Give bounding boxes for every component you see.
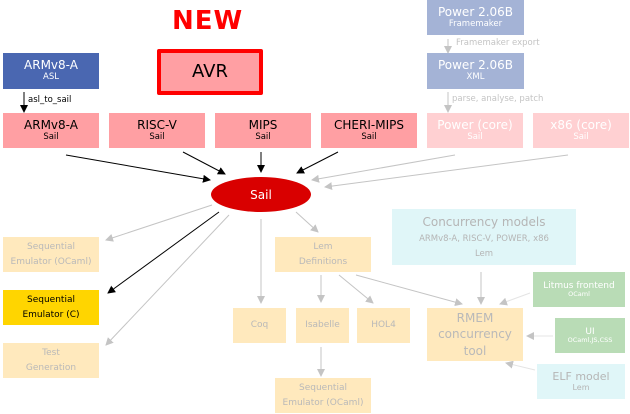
node-lem-definitions: Lem Definitions [275,237,371,272]
node-armv8-sail: ARMv8-A Sail [3,113,99,148]
node-line1: Sequential [27,295,75,306]
node-title: Power 2.06B [437,4,514,19]
node-line2: Definitions [298,256,348,267]
node-mips-sail: MIPS Sail [215,113,311,148]
node-sub: OCaml [568,289,590,298]
node-line1: Sequential [27,242,75,253]
node-title: HOL4 [371,320,396,331]
node-seq-emulator-ocaml: Sequential Emulator (OCaml) [3,237,99,272]
edge-cheri-to-sail [296,151,339,174]
node-title: Concurrency models [422,214,546,229]
node-sub: Sail [255,131,271,142]
node-sail: Sail [211,177,311,212]
node-cheri-mips-sail: CHERI-MIPS Sail [321,113,417,148]
node-title: UI [585,326,595,337]
node-concurrency-models: Concurrency models ARMv8-A, RISC-V, POWE… [392,209,576,265]
node-sub: OCaml,JS,CSS [567,335,613,344]
node-line2: Emulator (OCaml) [10,256,92,267]
edge-sail-to-testgen [105,214,230,346]
edge-armv8-to-sail [65,154,211,183]
node-sub: Lem [572,383,590,393]
node-armv8-asl: ARMv8-A ASL [3,53,99,89]
node-seq-emulator-c: Sequential Emulator (C) [3,290,99,325]
node-power-xml: Power 2.06B XML [427,53,524,89]
node-title: Sail [250,187,272,202]
node-litmus-frontend: Litmus frontend OCaml [533,272,625,307]
new-banner: NEW [172,6,244,36]
node-title: ELF model [552,369,610,383]
edge-sail-to-lem [295,211,319,233]
node-title: MIPS [248,117,278,132]
node-title: x86 (core) [550,117,612,132]
node-line1: Sequential [299,383,347,394]
edge-label-parse-analyse-patch: parse, analyse, patch [452,94,544,104]
node-line1: RMEM [456,311,494,326]
node-avr: AVR [157,49,263,95]
node-ui: UI OCaml,JS,CSS [555,318,625,353]
node-sub: ARMv8-A, RISC-V, POWER, x86 [419,233,549,244]
node-sub: Framemaker [448,18,503,29]
node-sub: XML [466,72,485,83]
node-line1: Test [42,348,60,359]
node-rmem-tool: RMEM concurrency tool [427,308,523,361]
node-sub: Sail [149,131,165,142]
node-line2: concurrency [438,327,512,342]
node-title: CHERI-MIPS [334,117,404,132]
node-coq: Coq [233,308,286,343]
edge-x86-to-sail [324,154,569,191]
edge-sail-to-seqc [107,211,220,294]
node-title: AVR [192,60,228,82]
node-line2: Emulator (OCaml) [282,397,364,408]
node-title: Litmus frontend [543,280,615,291]
node-sub: Sail [43,131,59,142]
node-sub: ASL [43,72,59,83]
node-title: ARMv8-A [24,58,78,73]
node-isabelle: Isabelle [296,308,349,343]
node-hol4: HOL4 [357,308,410,343]
node-test-generation: Test Generation [3,343,99,378]
node-riscv-sail: RISC-V Sail [109,113,205,148]
edge-label-asl-to-sail: asl_to_sail [28,95,72,105]
node-power-core-sail: Power (core) Sail [427,113,523,148]
edge-elf-to-rmem [505,360,536,371]
node-line2: Emulator (C) [22,309,80,320]
node-seq-emulator-ocaml-2: Sequential Emulator (OCaml) [275,378,371,413]
edge-litmus-to-rmem [499,292,531,306]
node-line1: Lem [313,242,333,253]
node-title: Coq [250,320,269,331]
edge-sail-to-seqocaml [105,204,213,242]
edge-power-to-sail [311,154,456,183]
edge-lem-to-hol4 [338,274,374,304]
node-title: RISC-V [137,117,177,132]
node-title: Power 2.06B [437,58,514,73]
node-sub: Sail [573,131,589,142]
edge-lem-to-rmem [355,274,463,307]
node-title: Isabelle [305,320,340,331]
node-power-framemaker: Power 2.06B Framemaker [427,0,524,35]
node-elf-model: ELF model Lem [537,364,625,399]
node-sub: Sail [467,131,483,142]
edge-riscv-to-sail [182,151,226,175]
node-sub: Sail [361,131,377,142]
node-line3: tool [463,343,487,358]
node-line2: Generation [25,362,77,373]
node-title: Power (core) [437,117,513,132]
node-sub2: Lem [474,248,494,259]
edge-label-framemaker-export: Framemaker export [456,38,540,48]
node-title: ARMv8-A [24,117,78,132]
node-x86-core-sail: x86 (core) Sail [533,113,629,148]
